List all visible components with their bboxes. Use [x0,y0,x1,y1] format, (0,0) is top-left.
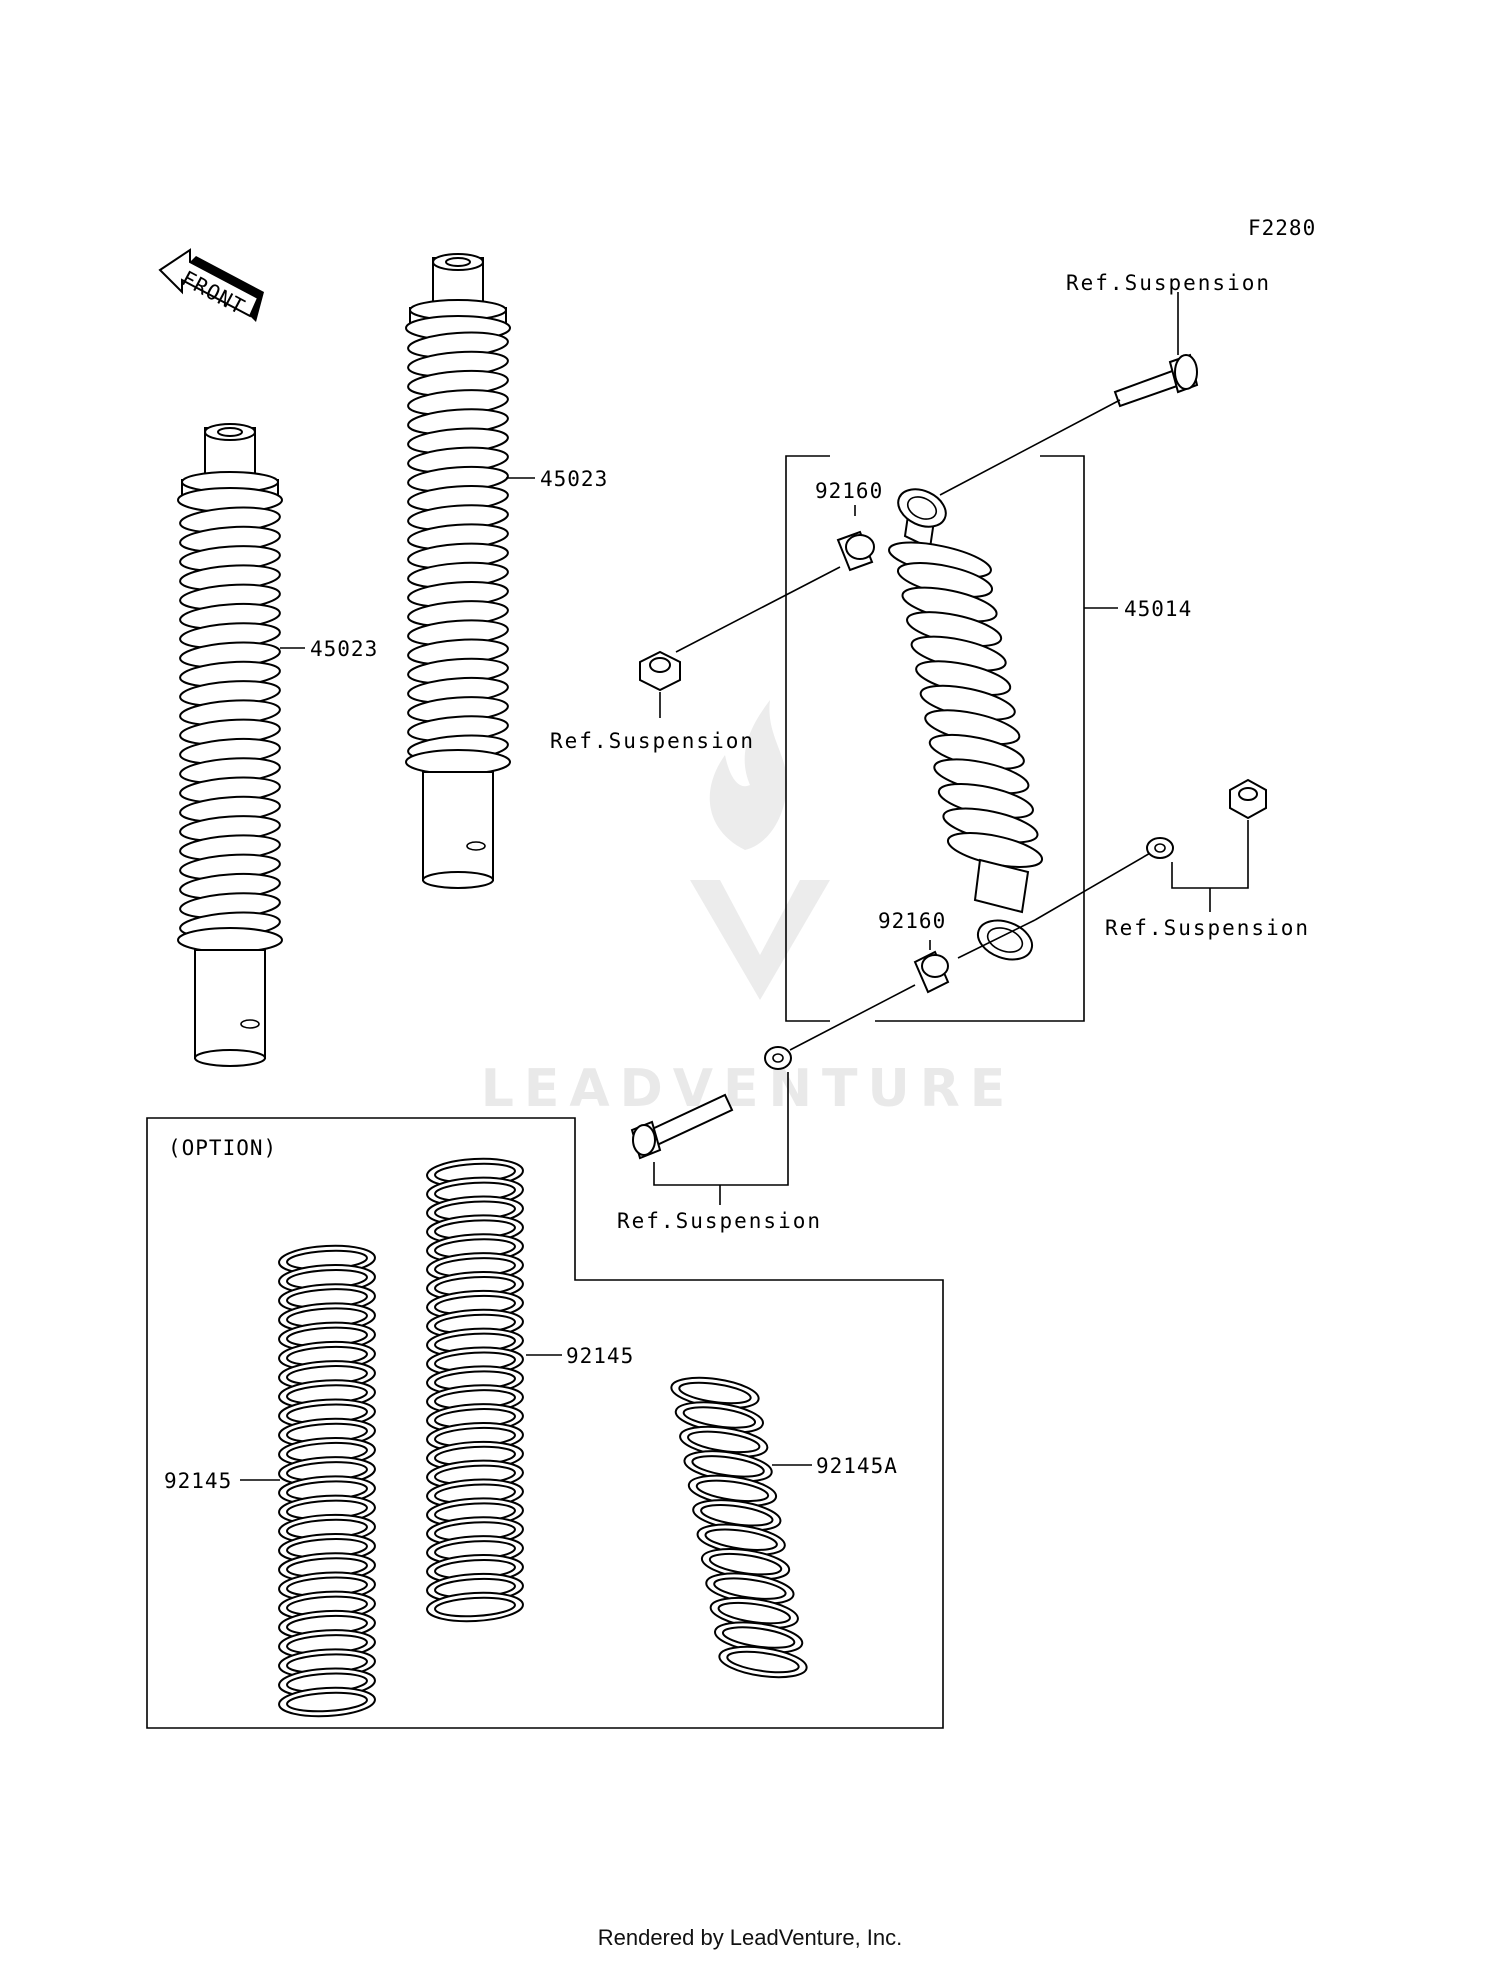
callout-ref-lower-right: Ref.Suspension [1105,916,1310,940]
option-box-label: (OPTION) [168,1136,277,1160]
callout-spring-left: 92145 [164,1469,232,1493]
callout-spring-middle: 92145 [566,1344,634,1368]
watermark-flame-icon [709,700,788,850]
callout-spring-right: 92145A [816,1454,898,1478]
callout-shock-left: 45023 [310,637,378,661]
callout-shock-middle: 45023 [540,467,608,491]
callout-bushing-lower: 92160 [878,909,946,933]
watermark-v-icon [690,880,830,1000]
callout-bushing-upper: 92160 [815,479,883,503]
callout-ref-lower-bolt: Ref.Suspension [617,1209,822,1233]
callout-ref-upper-nut: Ref.Suspension [550,729,755,753]
spring-middle [426,1157,524,1623]
watermark: LEADVENTURE [481,700,1016,1119]
figure-code: F2280 [1248,216,1316,240]
bushing-upper [675,505,875,653]
upper-bolt [939,292,1199,496]
shock-assembly [888,488,1044,961]
assembly-bracket [785,455,1118,1022]
lower-right-hardware [1034,778,1267,921]
spring-right [670,1376,808,1679]
callout-ref-top-bolt: Ref.Suspension [1066,271,1271,295]
shock-absorber-middle [405,253,511,889]
shock-absorber-left [177,423,283,1067]
spring-left [278,1244,376,1718]
option-box [146,1117,944,1729]
leader-lines [240,477,812,1481]
nut-upper [639,650,681,718]
watermark-text: LEADVENTURE [481,1059,1016,1119]
footer-credit: Rendered by LeadVenture, Inc. [598,1925,903,1950]
callout-shock-assembly: 45014 [1124,597,1192,621]
front-arrow-icon: FRONT [158,248,264,322]
lower-left-hardware [630,1046,792,1205]
bushing-lower [789,919,1036,1051]
